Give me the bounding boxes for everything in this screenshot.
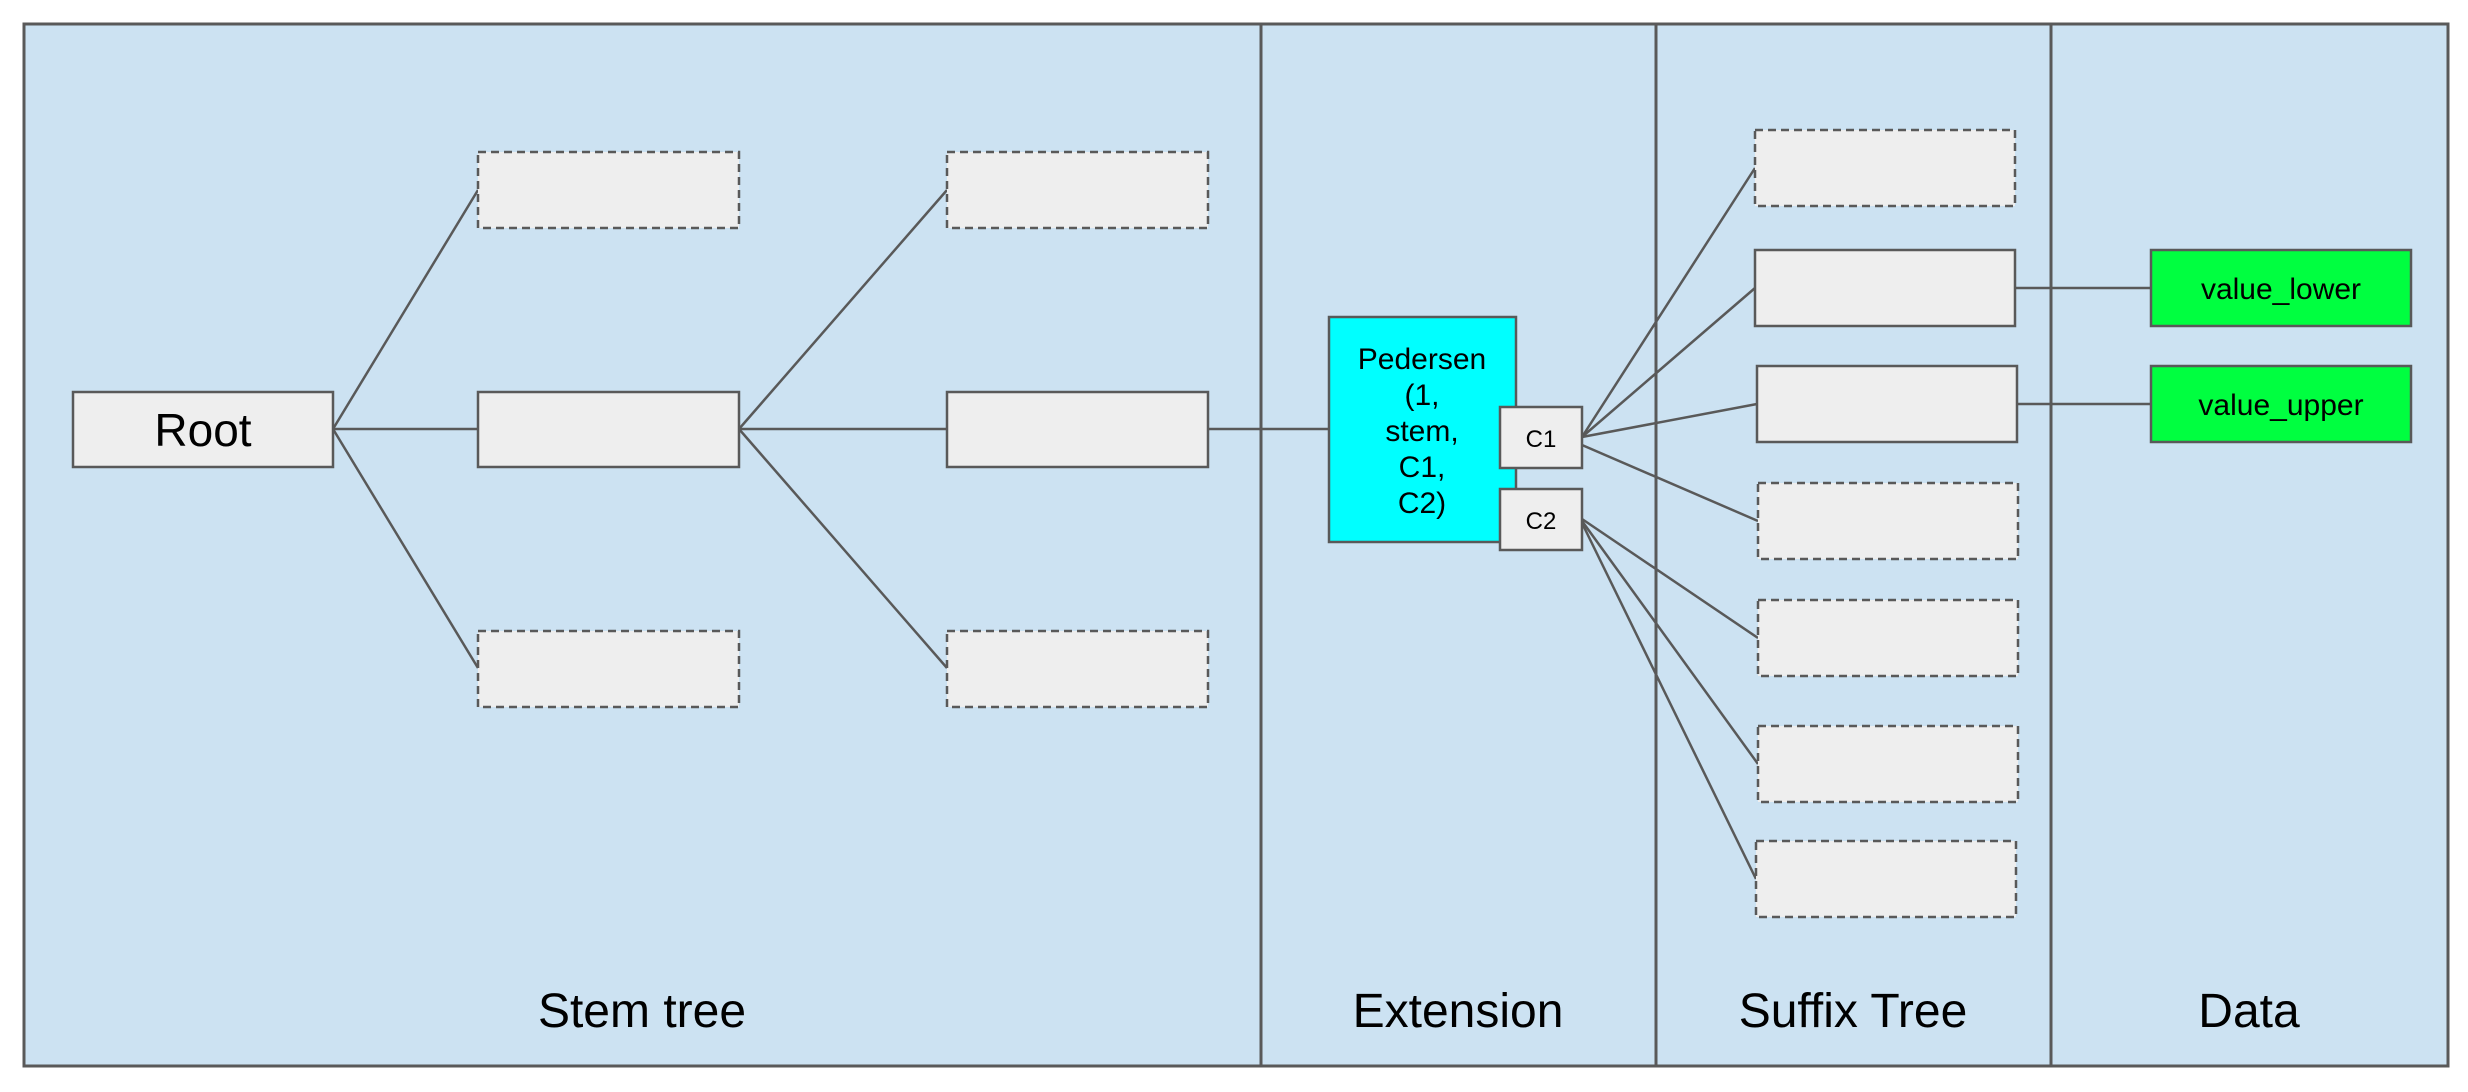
edge-root-top [331, 189, 480, 430]
pedersen-box [1327, 315, 1518, 544]
value-upper-label: value_upper [2198, 389, 2363, 422]
edge-c1-suffix-2 [1581, 287, 1756, 438]
section-title-data: Data [2198, 985, 2300, 1038]
pedersen-line-4: C1, [1399, 451, 1446, 484]
edge-c1-suffix-3 [1581, 402, 1758, 439]
edge-c2-suffix-5 [1581, 517, 1759, 640]
c1-box [1498, 405, 1584, 470]
root-node [71, 390, 335, 469]
diagram-frame [22, 22, 2450, 1068]
edge-level1-top [738, 189, 948, 430]
pedersen-line-3: stem, [1385, 415, 1458, 448]
data-nodes: value_lower value_upper [2149, 248, 2413, 444]
stem-node-level1-bottom [476, 629, 741, 709]
c2-box [1498, 487, 1584, 552]
pedersen-line-5: C2) [1398, 487, 1446, 520]
section-title-extension: Extension [1353, 985, 1564, 1038]
suffix-node-2 [1753, 248, 2017, 328]
value-lower-label: value_lower [2201, 273, 2361, 306]
c1-label: C1 [1526, 426, 1557, 453]
stem-tree: Root [71, 150, 1210, 709]
edge-c1-suffix-1 [1580, 167, 1757, 438]
value-lower-box [2149, 248, 2413, 328]
suffix-node-6 [1756, 724, 2020, 804]
c2-label: C2 [1526, 508, 1557, 535]
edge-c2-suffix-6 [1580, 520, 1760, 765]
stem-node-level1-top [476, 150, 741, 230]
stem-node-level2-top [945, 150, 1210, 230]
section-title-stem: Stem tree [538, 985, 746, 1038]
edge-c1-suffix-4 [1581, 443, 1759, 523]
suffix-node-4 [1756, 481, 2020, 561]
suffix-node-1 [1753, 128, 2017, 208]
pedersen-line-1: Pedersen [1358, 343, 1486, 376]
suffix-node-7 [1754, 839, 2018, 919]
edge-c2-suffix-7 [1580, 522, 1758, 880]
value-upper-box [2149, 364, 2413, 444]
edge-root-bottom [331, 428, 480, 669]
stem-node-level1-mid [476, 390, 741, 469]
section-title-suffix: Suffix Tree [1739, 985, 1968, 1038]
stem-node-level2-bottom [945, 629, 1210, 709]
stem-node-level2-mid [945, 390, 1210, 469]
edge-level1-bottom [738, 428, 948, 669]
pedersen-line-2: (1, [1404, 379, 1439, 412]
suffix-node-3 [1755, 364, 2019, 444]
suffix-tree [1753, 128, 2020, 919]
connectors [331, 167, 2151, 880]
extension-node: Pedersen (1, stem, C1, C2) C1 C2 [1327, 315, 1584, 552]
root-label: Root [154, 404, 251, 456]
suffix-node-5 [1756, 598, 2020, 678]
